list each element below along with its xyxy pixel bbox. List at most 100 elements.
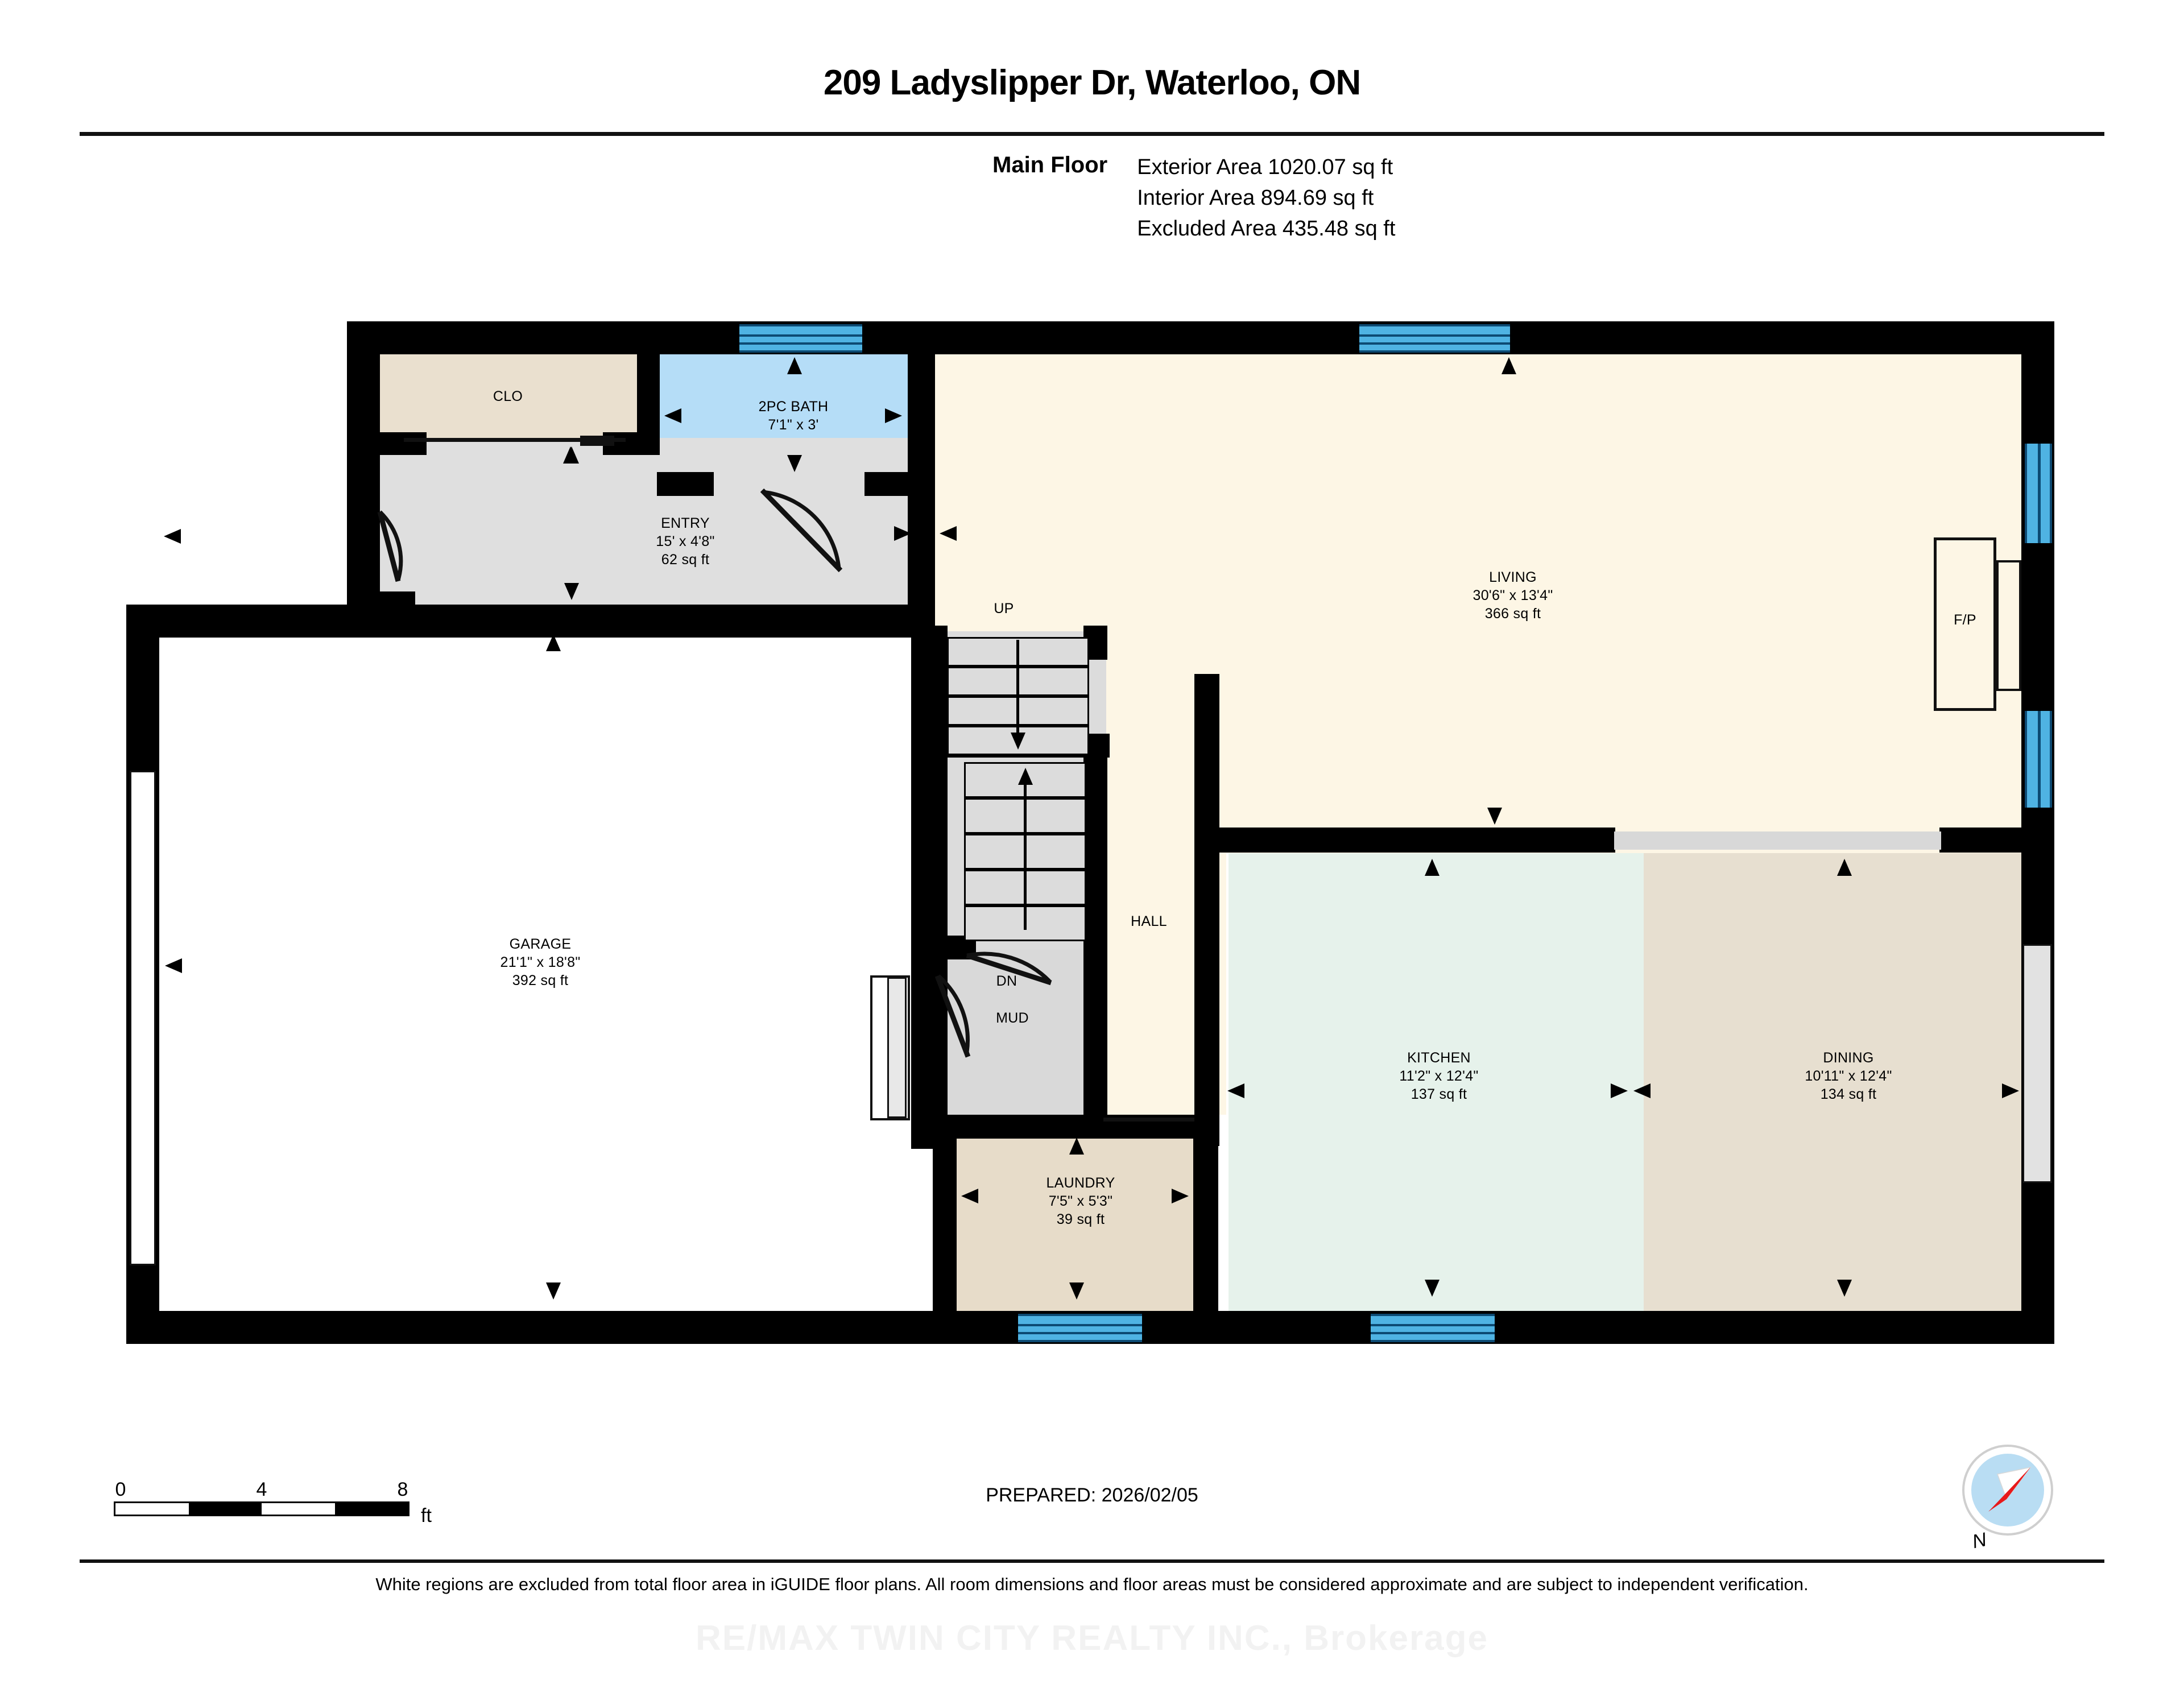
dim-arrow-kitchen-top-icon bbox=[1425, 859, 1440, 876]
fireplace-flue bbox=[1996, 560, 2021, 691]
stair-label-up: UP bbox=[994, 601, 1014, 617]
wall-stair-right-lower bbox=[1083, 756, 1107, 955]
room-fill-closet bbox=[363, 353, 653, 438]
floor-areas: Exterior Area 1020.07 sq ft Interior Are… bbox=[1137, 152, 1395, 245]
dim-arrow-garage-bottom-icon bbox=[546, 1282, 561, 1300]
stair-direction-line-up bbox=[1024, 785, 1027, 930]
scale-tick-4: 4 bbox=[256, 1479, 267, 1500]
dim-arrow-laundry-right-icon bbox=[1172, 1189, 1189, 1203]
room-label-bath: 2PC BATH 7'1" x 3' bbox=[758, 399, 829, 433]
wall-laundry-right bbox=[1193, 1132, 1218, 1319]
window-laundry-bottom bbox=[1018, 1314, 1142, 1342]
disclaimer-text: White regions are excluded from total fl… bbox=[375, 1574, 1809, 1594]
wall-entry-bottom-stub bbox=[347, 591, 415, 627]
dim-arrow-laundry-bottom-icon bbox=[1069, 1282, 1084, 1300]
wall-living-kitchen bbox=[1194, 828, 1615, 853]
dim-arrow-bath-left-icon bbox=[664, 408, 681, 423]
room-label-garage: GARAGE 21'1" x 18'8" 392 sq ft bbox=[500, 936, 581, 988]
footer-divider bbox=[80, 1559, 2104, 1563]
dim-arrow-entry-right-icon bbox=[894, 526, 911, 541]
scale-numbers: 0 4 8 bbox=[114, 1479, 410, 1501]
wall-mud-right bbox=[1083, 955, 1107, 1132]
dim-arrow-living-top-icon bbox=[1502, 357, 1516, 374]
dim-arrow-garage-top-icon bbox=[546, 634, 561, 651]
room-label-dining: DINING 10'11" x 12'4" 134 sq ft bbox=[1805, 1050, 1892, 1102]
scale-tick-8: 8 bbox=[397, 1479, 408, 1500]
wall-entry-bottom bbox=[347, 605, 934, 628]
dim-arrow-bath-top-icon bbox=[787, 357, 802, 374]
garage-door-leaf bbox=[887, 977, 907, 1118]
dim-arrow-closet-icon bbox=[563, 446, 578, 464]
wall-bath-bottom-left bbox=[657, 472, 714, 496]
stair-label-dn: DN bbox=[996, 973, 1017, 989]
fireplace-label: F/P bbox=[1954, 612, 1976, 628]
stair-arrow-down-icon bbox=[1011, 733, 1025, 750]
room-fill-mud bbox=[938, 941, 1103, 1132]
living-dining-threshold bbox=[1614, 831, 1941, 850]
room-label-mud: MUD bbox=[996, 1010, 1029, 1026]
compass-rose-icon bbox=[1962, 1445, 2053, 1536]
dim-arrow-entry-bottom-icon bbox=[564, 583, 579, 600]
dim-arrow-dining-bottom-icon bbox=[1837, 1280, 1852, 1297]
fireplace-hearth bbox=[1934, 537, 1996, 711]
brokerage-watermark: RE/MAX TWIN CITY REALTY INC., Brokerage bbox=[696, 1619, 1488, 1658]
stair-arrow-up-icon bbox=[1018, 768, 1033, 785]
room-fill-dining bbox=[1644, 853, 2051, 1325]
dim-arrow-bath-bottom-icon bbox=[787, 455, 802, 472]
wall-hall-kitchen bbox=[1194, 828, 1219, 1146]
laundry-door-track bbox=[1103, 1118, 1197, 1122]
excluded-area: Excluded Area 435.48 sq ft bbox=[1137, 216, 1396, 241]
scale-unit-label: ft bbox=[421, 1505, 432, 1526]
room-label-hall: HALL bbox=[1131, 913, 1167, 929]
window-living-top bbox=[1359, 324, 1510, 353]
dim-arrow-entry-left-icon bbox=[164, 529, 181, 544]
window-living-right-upper bbox=[2025, 444, 2052, 543]
exterior-area: Exterior Area 1020.07 sq ft bbox=[1137, 155, 1393, 179]
scale-bar: 0 4 8 ft bbox=[114, 1479, 432, 1526]
window-kitchen-bottom bbox=[1371, 1314, 1495, 1342]
dim-arrow-living-left-icon bbox=[940, 526, 957, 541]
dim-arrow-laundry-left-icon bbox=[961, 1189, 978, 1203]
closet-door-track bbox=[404, 438, 626, 442]
dim-arrow-kitchen-right-icon bbox=[1611, 1083, 1628, 1098]
dim-arrow-bath-right-icon bbox=[885, 408, 902, 423]
garage-side-door bbox=[130, 771, 156, 1265]
wall-closet-bottom bbox=[364, 432, 427, 455]
dining-right-door-panel bbox=[2022, 944, 2052, 1183]
room-label-entry: ENTRY 15' x 4'8" 62 sq ft bbox=[656, 515, 715, 568]
dim-arrow-laundry-top-icon bbox=[1069, 1137, 1084, 1155]
wall-living-left-lower bbox=[1194, 674, 1219, 845]
dim-arrow-living-bottom-icon bbox=[1487, 808, 1502, 825]
dim-arrow-dining-left-icon bbox=[1633, 1083, 1651, 1098]
window-living-right-lower bbox=[2025, 711, 2052, 808]
wall-exterior-upper-left bbox=[347, 321, 380, 623]
room-label-closet: CLO bbox=[493, 388, 523, 404]
room-label-kitchen: KITCHEN 11'2" x 12'4" 137 sq ft bbox=[1399, 1050, 1479, 1102]
room-label-laundry: LAUNDRY 7'5" x 5'3" 39 sq ft bbox=[1046, 1175, 1115, 1227]
dim-arrow-kitchen-bottom-icon bbox=[1425, 1280, 1440, 1297]
page-title: 209 Ladyslipper Dr, Waterloo, ON bbox=[823, 63, 1361, 102]
interior-area: Interior Area 894.69 sq ft bbox=[1137, 185, 1374, 210]
stair-direction-line-down bbox=[1016, 640, 1019, 737]
wall-closet-bath bbox=[637, 341, 660, 441]
closet-door-panel bbox=[580, 436, 614, 446]
wall-living-dining-right bbox=[1939, 828, 2053, 853]
dim-arrow-kitchen-left-icon bbox=[1227, 1083, 1244, 1098]
wall-exterior-top bbox=[347, 321, 2053, 354]
room-label-living: LIVING 30'6" x 13'4" 366 sq ft bbox=[1472, 569, 1553, 622]
wall-laundry-left bbox=[933, 1132, 957, 1319]
floor-name: Main Floor bbox=[992, 152, 1108, 177]
dim-arrow-garage-left-icon bbox=[165, 958, 182, 973]
floor-summary: Main Floor Exterior Area 1020.07 sq ft I… bbox=[992, 152, 1395, 245]
room-fill-kitchen bbox=[1228, 853, 1644, 1325]
title-divider bbox=[80, 132, 2104, 136]
dim-arrow-dining-top-icon bbox=[1837, 859, 1852, 876]
window-bath-top bbox=[739, 324, 862, 353]
room-fill-garage bbox=[142, 623, 933, 1325]
scale-tick-0: 0 bbox=[115, 1479, 126, 1500]
scale-bar-graphic bbox=[114, 1501, 410, 1516]
wall-entry-right bbox=[908, 489, 935, 626]
prepared-date: PREPARED: 2026/02/05 bbox=[986, 1484, 1198, 1506]
wall-bath-right bbox=[908, 341, 935, 492]
